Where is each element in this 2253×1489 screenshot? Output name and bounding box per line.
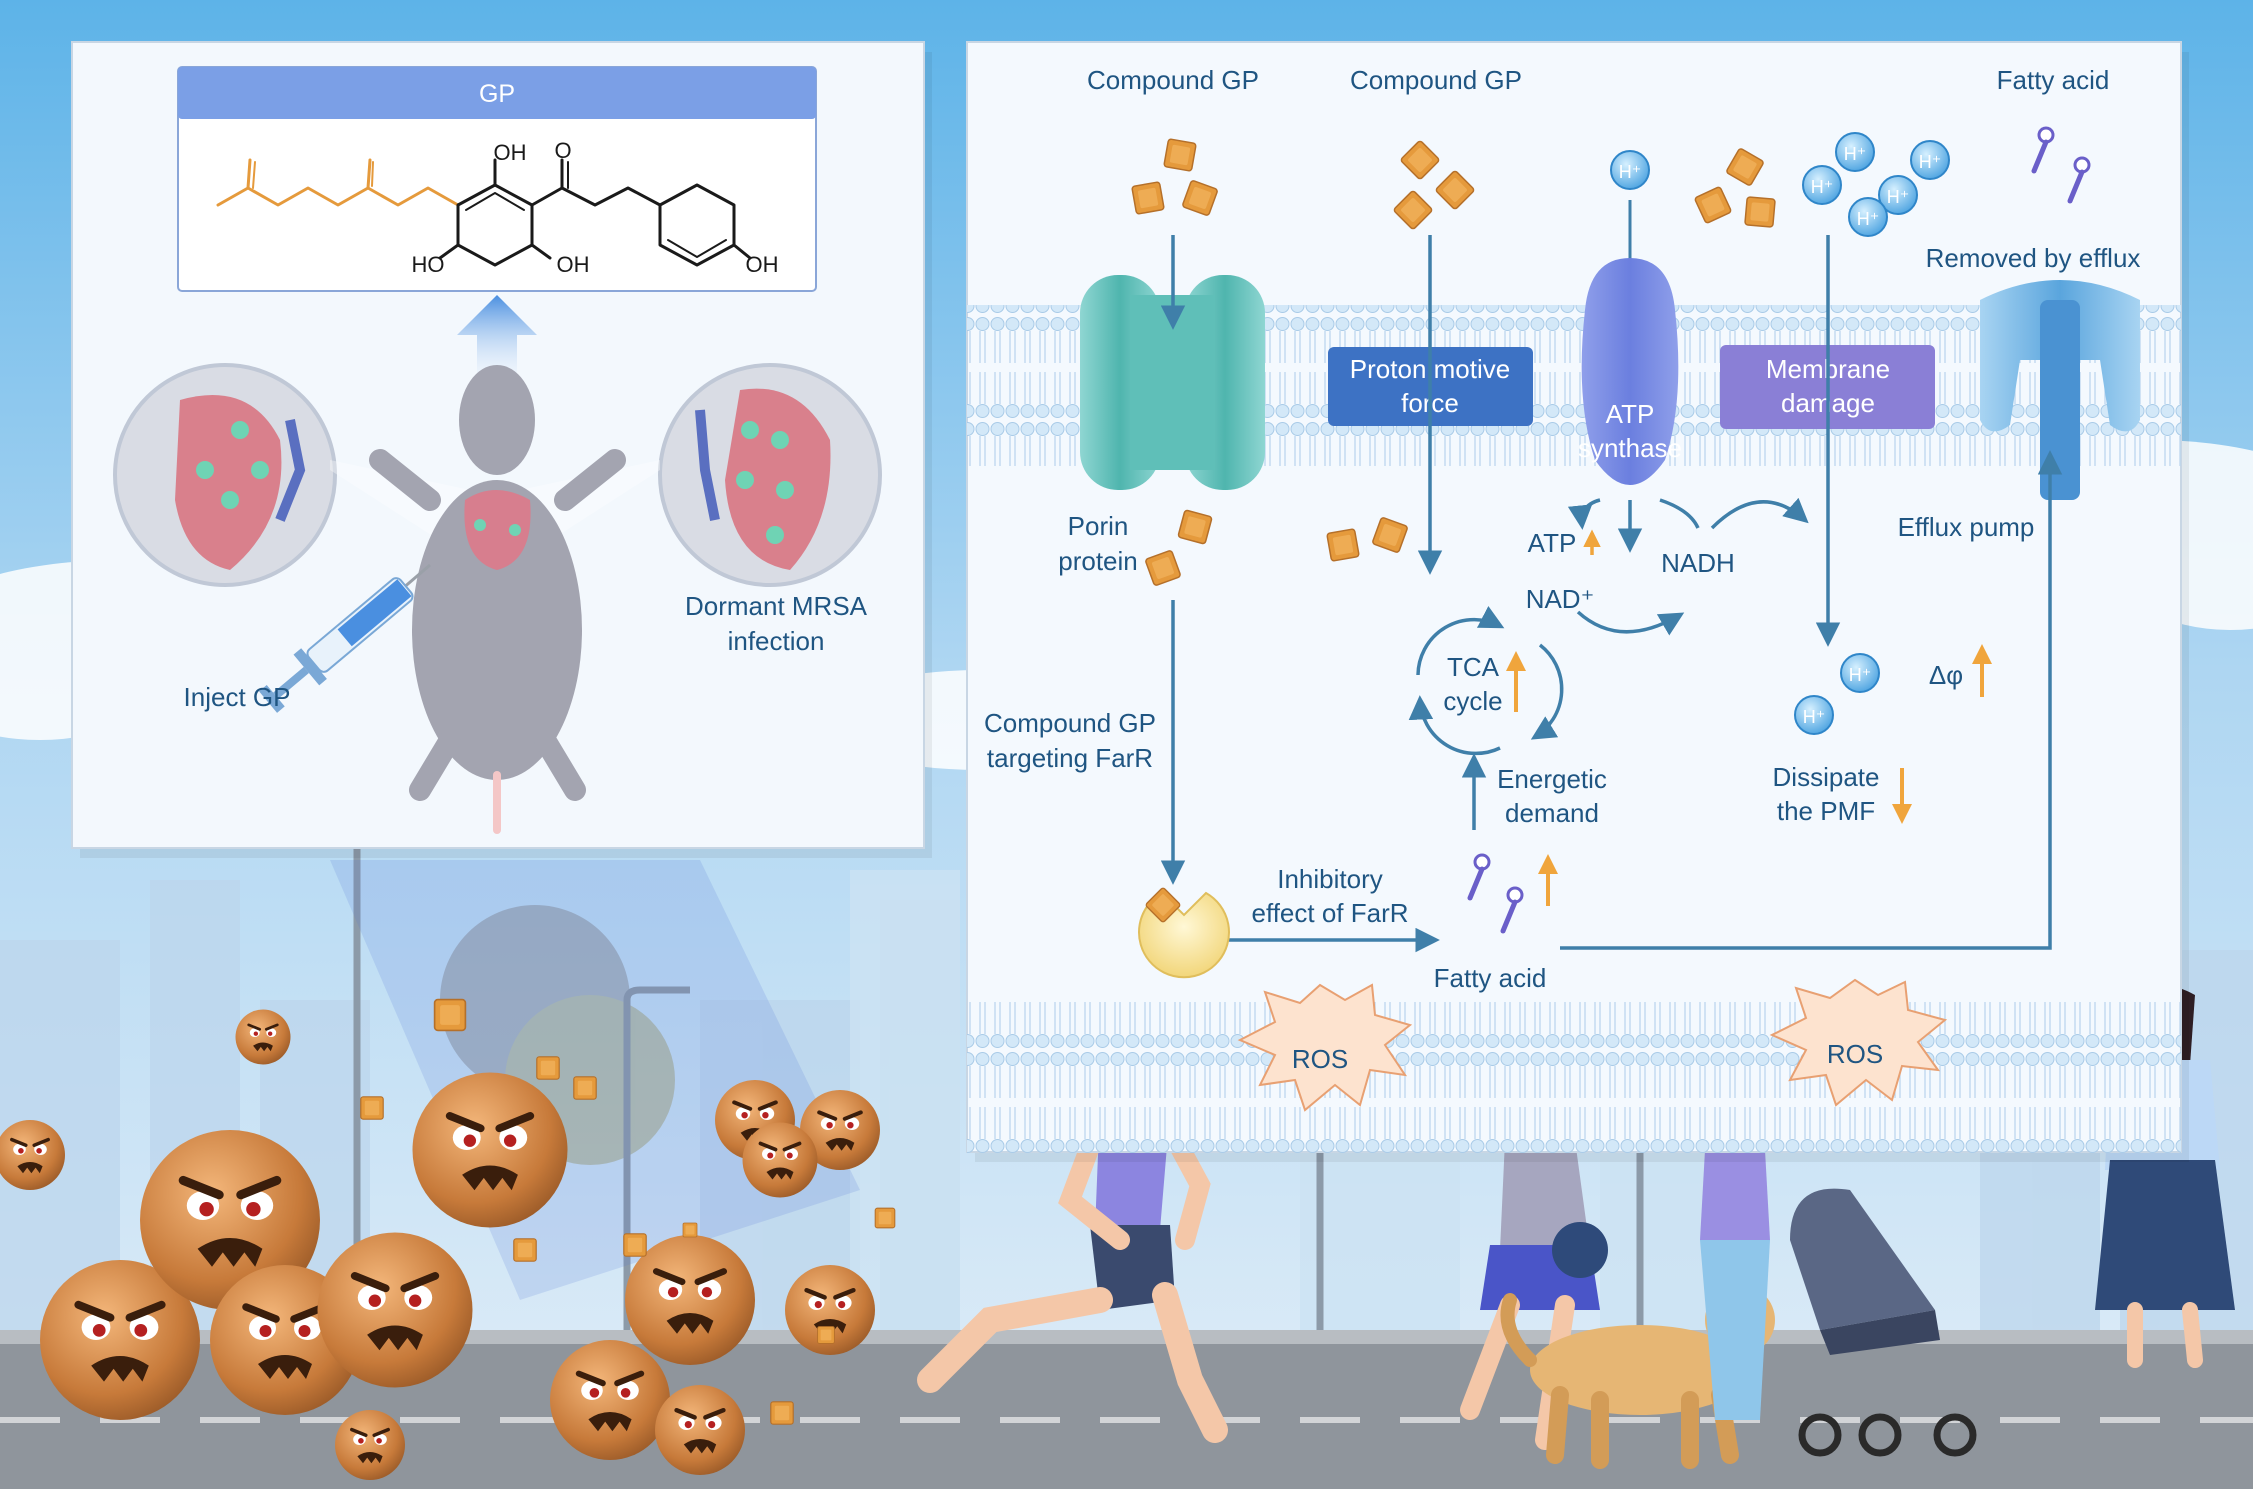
h-plus-label: H⁺ (1857, 209, 1880, 229)
atp-synthase-label-line2: synthase (1578, 433, 1682, 463)
nadh-label: NADH (1661, 548, 1735, 578)
delta-phi-label: Δφ (1929, 660, 1963, 690)
compound-gp-label-1: Compound GP (1087, 65, 1259, 95)
h-plus-label: H⁺ (1811, 177, 1834, 197)
inject-gp-label: Inject GP (184, 682, 291, 712)
gp-cube (1744, 196, 1776, 228)
gp-molecule-drawing (216, 158, 752, 267)
farr-receptor (1138, 886, 1230, 979)
ros-burst-right (1769, 978, 1948, 1107)
dormant-mrsa-label-line2: infection (728, 626, 825, 656)
efflux-pump-label: Efflux pump (1898, 512, 2035, 542)
gp-header-bar (178, 67, 816, 119)
carbonyl-o-label: O (554, 138, 571, 163)
nad-label: NAD⁺ (1526, 584, 1595, 614)
gp-structure-card: GP (177, 66, 817, 292)
gp-cube (1177, 509, 1213, 545)
h-plus-label: H⁺ (1803, 707, 1826, 727)
right-panel: Proton motive force Membrane damage ATP … (966, 41, 2189, 1162)
removed-by-efflux-label: Removed by efflux (1926, 243, 2141, 273)
h-plus-label: H⁺ (1849, 665, 1872, 685)
left-panel: GP (71, 41, 932, 858)
atp-label: ATP (1528, 528, 1577, 558)
efflux-pump (1980, 280, 2140, 500)
gp-cube (1163, 138, 1197, 172)
ros-label-left: ROS (1292, 1044, 1348, 1074)
membrane-bottom (967, 995, 2181, 1155)
lung-magnifier-left (113, 363, 337, 587)
porin-label-line1: Porin (1068, 511, 1129, 541)
inhibitory-label-line1: Inhibitory (1277, 864, 1383, 894)
mouse-figure (330, 365, 660, 834)
ros-label-right: ROS (1827, 1039, 1883, 1069)
lung-magnifier-right (658, 363, 882, 587)
dissipate-pmf-label-line1: Dissipate (1773, 762, 1880, 792)
oh-label-phenol: OH (746, 252, 779, 277)
energetic-demand-label-line1: Energetic (1497, 764, 1607, 794)
gp-cube (1326, 528, 1360, 562)
oh-label-top: OH (494, 140, 527, 165)
gp-header-title: GP (479, 80, 515, 108)
pathway-arrows (1160, 235, 2063, 953)
targeting-farr-label-line1: Compound GP (984, 708, 1156, 738)
up-arrow-icon (457, 295, 537, 395)
fatty-acid-label-top: Fatty acid (1997, 65, 2110, 95)
h-plus-label: H⁺ (1887, 187, 1910, 207)
ros-burst-left (1237, 983, 1413, 1112)
porin-label-line2: protein (1058, 546, 1138, 576)
h-plus-label: H⁺ (1844, 144, 1867, 164)
ho-label-left: HO (412, 252, 445, 277)
tca-label-line1: TCA (1447, 652, 1500, 682)
atp-synthase (1581, 200, 1679, 485)
syringe-icon (259, 563, 431, 713)
inhibitory-label-line2: effect of FarR (1251, 898, 1408, 928)
gp-cube (1131, 181, 1165, 215)
energetic-demand-label-line2: demand (1505, 798, 1599, 828)
atp-synthase-label-line1: ATP (1606, 399, 1655, 429)
tca-label-line2: cycle (1443, 686, 1502, 716)
h-plus-label: H⁺ (1919, 152, 1942, 172)
h-plus-label: H⁺ (1619, 162, 1642, 182)
fatty-acid-label-bottom: Fatty acid (1434, 963, 1547, 993)
targeting-farr-label-line2: targeting FarR (987, 743, 1153, 773)
compound-gp-label-2: Compound GP (1350, 65, 1522, 95)
oh-label-bottom: OH (557, 252, 590, 277)
tca-cycle (1408, 606, 1564, 756)
dormant-mrsa-label-line1: Dormant MRSA (685, 591, 868, 621)
dissipate-pmf-label-line2: the PMF (1777, 796, 1875, 826)
